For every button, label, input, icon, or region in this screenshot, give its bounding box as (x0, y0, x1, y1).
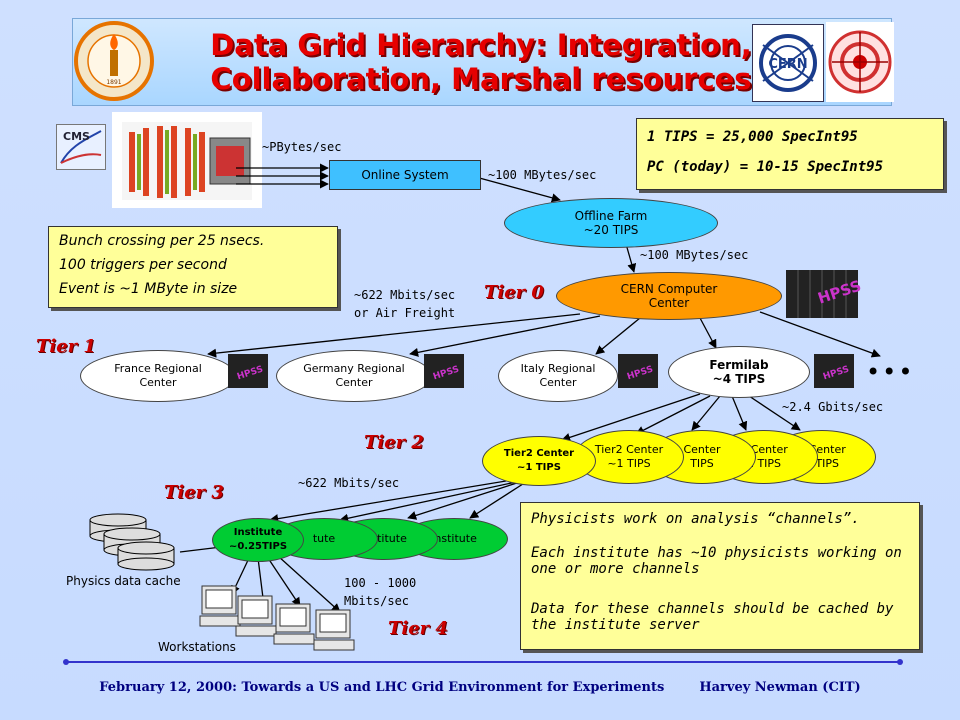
caltech-logo: 1891 (74, 20, 154, 102)
page-title-line2: Collaboration, Marshal resources (210, 62, 752, 96)
rate-cern-to-tier1: ~622 Mbits/sec (354, 288, 456, 302)
physics-data-cache-label: Physics data cache (66, 574, 181, 588)
cms-logo: CMS (56, 124, 106, 170)
rate-farm-to-cern: ~100 MBytes/sec (640, 248, 749, 262)
physicists-info-box: Physicists work on analysis “channels”. … (520, 502, 920, 650)
hpss-label: HPSS (236, 365, 264, 383)
event-display-image (826, 22, 894, 102)
online-system-label: Online System (361, 168, 449, 182)
footer-text: February 12, 2000: Towards a US and LHC … (0, 680, 960, 695)
offline-farm-node: Offline Farm~20 TIPS (504, 198, 718, 248)
tier2-label: Tier 2 (364, 432, 424, 453)
hpss-storage-large-icon: HPSS (782, 264, 863, 322)
rate-fermilab-to-tier2: ~2.4 Gbits/sec (782, 400, 884, 414)
fermilab-node: Fermilab~4 TIPS (668, 346, 810, 398)
bunch-line2: 100 triggers per second (59, 257, 227, 273)
caltech-year: 1891 (106, 79, 121, 86)
bunch-line1: Bunch crossing per 25 nsecs. (59, 233, 265, 249)
tier2-main-center-node: Tier2 Center ~1 TIPS (482, 436, 596, 486)
cms-logo-text: CMS (63, 130, 90, 143)
tier2-tips: ~1 TIPS (607, 457, 651, 470)
hpss-small-icon: HPSS (424, 354, 464, 388)
footer-left: February 12, 2000: Towards a US and LHC … (99, 680, 665, 695)
tier2-tips: TIPS (690, 457, 714, 470)
cern-logo: CERN (752, 24, 824, 102)
tier2-label: Center (683, 443, 721, 456)
bunch-line3: Event is ~1 MByte in size (59, 281, 238, 297)
bunch-crossing-box: Bunch crossing per 25 nsecs. 100 trigger… (48, 226, 338, 308)
rate-online-to-farm: ~100 MBytes/sec (488, 168, 597, 182)
workstations-label: Workstations (158, 640, 236, 654)
tier2-main-label: Tier2 Center (503, 448, 575, 459)
italy-label: Italy Regional (520, 362, 596, 375)
institute-main-label: Institute (233, 527, 283, 538)
tier2-main-tips: ~1 TIPS (517, 462, 561, 473)
physicists-line2: Each institute has ~10 physicists workin… (531, 545, 902, 577)
rate-pbytes: ~PBytes/sec (262, 140, 342, 154)
cern-logo-text: CERN (768, 57, 807, 72)
footer-divider (63, 659, 903, 665)
page-title-line1: Data Grid Hierarchy: Integration, (210, 28, 752, 62)
france-label: France Regional (114, 362, 202, 375)
physicists-line1: Physicists work on analysis “channels”. (531, 511, 860, 527)
tier1-label: Tier 1 (36, 336, 96, 357)
tier0-label: Tier 0 (484, 282, 544, 303)
tier2-label: Tier2 Center (594, 443, 664, 456)
institute-main-node: Institute ~0.25TIPS (212, 518, 304, 562)
cern-center-label2: Center (648, 296, 690, 310)
rate-tier3-to-tier4-unit: Mbits/sec (344, 594, 410, 608)
institute-label: Institute (431, 532, 477, 545)
hpss-label: HPSS (626, 365, 654, 383)
france-label2: Center (139, 376, 177, 389)
hpss-label: HPSS (822, 365, 850, 383)
tier4-label: Tier 4 (388, 618, 448, 639)
tips-info-line2: PC (today) = 10-15 SpecInt95 (647, 159, 884, 175)
tips-info-line1: 1 TIPS = 25,000 SpecInt95 (647, 129, 858, 145)
detector-image (112, 112, 262, 208)
hpss-label: HPSS (432, 365, 460, 383)
hpss-small-icon: HPSS (618, 354, 658, 388)
fermilab-label: Fermilab (709, 358, 769, 372)
italy-label2: Center (539, 376, 577, 389)
tier3-label: Tier 3 (164, 482, 224, 503)
hpss-small-icon: HPSS (228, 354, 268, 388)
offline-farm-tips: ~20 TIPS (583, 223, 639, 237)
institute-main-tips: ~0.25TIPS (228, 541, 288, 552)
germany-label2: Center (335, 376, 373, 389)
footer-right: Harvey Newman (CIT) (699, 680, 861, 695)
more-centers-ellipsis: ••• (866, 358, 915, 386)
hpss-small-icon: HPSS (814, 354, 854, 388)
disk-cache-icon (89, 513, 175, 571)
offline-farm-label: Offline Farm (574, 209, 648, 223)
online-system-node: Online System (329, 160, 481, 190)
fermilab-tips: ~4 TIPS (712, 372, 766, 386)
rate-tier3-to-tier4: 100 - 1000 (344, 576, 417, 590)
tips-info-box: 1 TIPS = 25,000 SpecInt95 PC (today) = 1… (636, 118, 944, 190)
rate-air-freight: or Air Freight (354, 306, 456, 320)
physicists-line3: Data for these channels should be cached… (531, 601, 894, 633)
institute-label: tute (312, 532, 336, 545)
workstations-icon (199, 585, 355, 651)
germany-label: Germany Regional (303, 362, 405, 375)
rate-tier2-to-tier3: ~622 Mbits/sec (298, 476, 400, 490)
cern-center-label: CERN Computer (620, 282, 718, 296)
